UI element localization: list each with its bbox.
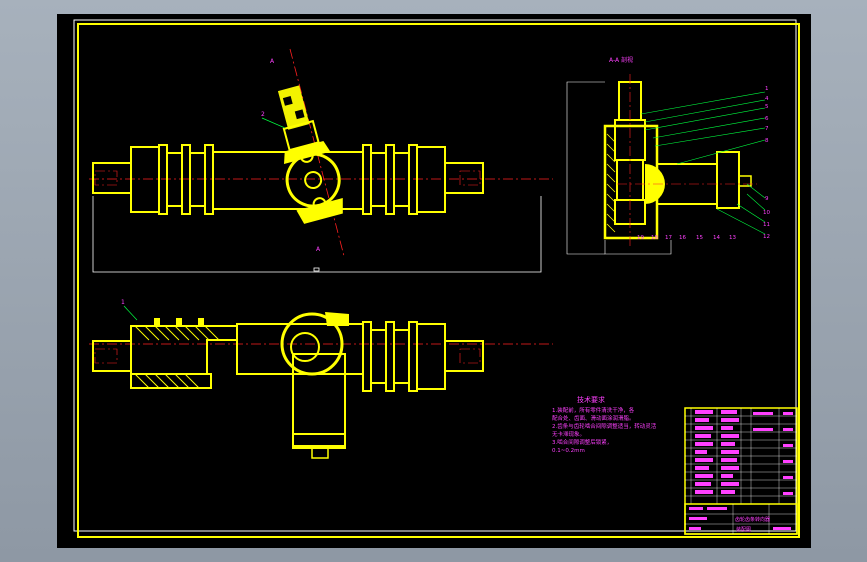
- drawing-canvas: A A 2: [73, 19, 800, 538]
- section-callout-12: 12: [763, 234, 770, 240]
- callout-1: 1: [121, 299, 125, 306]
- front-view: 1: [89, 299, 553, 459]
- section-callout-19: 19: [637, 235, 644, 241]
- cut-mark-bottom: A: [316, 246, 321, 253]
- tech-req-line-2: 配合处、齿面、滑动面涂润滑脂。: [552, 414, 635, 422]
- callout-2: 2: [261, 111, 265, 118]
- section-callout-18: 18: [651, 235, 658, 241]
- section-callout-14: 14: [713, 235, 720, 241]
- tech-req-line-6: 0.1~0.2mm: [552, 448, 585, 454]
- section-callout-6: 6: [765, 116, 769, 122]
- tech-req-line-4: 无卡滞现象。: [552, 430, 585, 438]
- technical-requirements: 技术要求 1.装配前，所有零件清洗干净，各 配合处、齿面、滑动面涂润滑脂。 2.…: [552, 395, 657, 454]
- section-callout-16: 16: [679, 235, 686, 241]
- cut-mark-top: A: [270, 58, 275, 65]
- title-block-name: 齿轮齿条转向器: [735, 516, 770, 523]
- title-block-sheet: 装配图: [736, 526, 751, 533]
- section-callout-13: 13: [729, 235, 736, 241]
- title-block: 齿轮齿条转向器 装配图: [684, 503, 798, 535]
- section-callout-8: 8: [765, 138, 769, 144]
- tech-req-line-3: 2.齿条与齿轮啮合间隙调整适当，转动灵活: [552, 422, 657, 430]
- section-callout-9: 9: [765, 196, 769, 202]
- parts-list: [684, 407, 798, 535]
- section-callout-1: 1: [765, 86, 769, 92]
- tech-req-line-5: 3.啮合间隙调整后锁紧，: [552, 438, 612, 446]
- section-callout-4: 4: [765, 96, 769, 102]
- section-callout-15: 15: [696, 235, 703, 241]
- section-callout-10: 10: [763, 210, 770, 216]
- outer-border: [73, 19, 797, 532]
- tech-req-title: 技术要求: [577, 395, 605, 404]
- section-a-a: A-A 剖视: [566, 56, 770, 255]
- section-callout-5: 5: [765, 104, 769, 110]
- drawing-sheet: A A 2: [57, 14, 811, 548]
- section-label: A-A 剖视: [609, 56, 633, 64]
- tech-req-line-1: 1.装配前，所有零件清洗干净，各: [552, 406, 635, 414]
- section-callout-7: 7: [765, 126, 769, 132]
- section-callout-17: 17: [665, 235, 672, 241]
- inner-border: [77, 23, 800, 538]
- top-view: A A 2: [89, 48, 553, 273]
- section-callout-11: 11: [763, 222, 770, 228]
